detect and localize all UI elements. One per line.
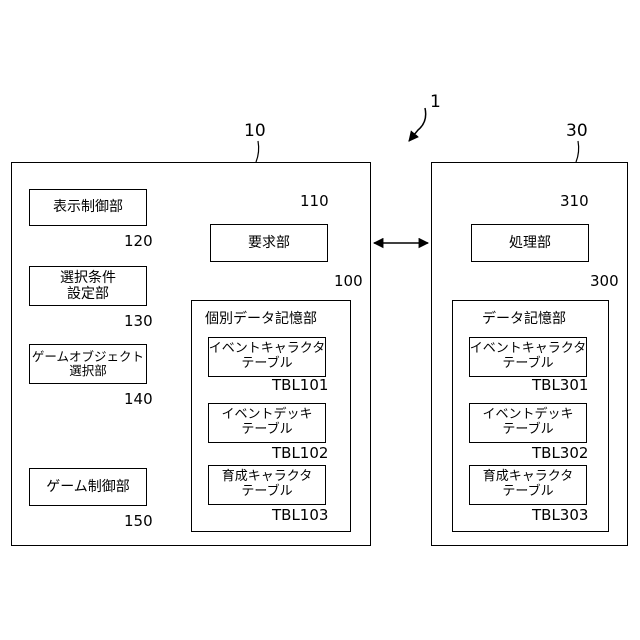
request-ref: 110	[300, 192, 329, 210]
selection-condition-module: 選択条件 設定部	[29, 266, 147, 306]
event-deck-table-right-label-1: イベントデッキ	[482, 408, 573, 423]
game-control-module: ゲーム制御部	[29, 468, 147, 506]
event-deck-table-left: イベントデッキ テーブル	[208, 403, 326, 443]
display-control-module: 表示制御部	[29, 189, 147, 226]
request-module: 要求部	[210, 224, 328, 262]
training-character-table-left-label-2: テーブル	[241, 485, 292, 500]
game-object-selection-ref: 140	[124, 390, 153, 408]
game-object-selection-label-2: 選択部	[69, 364, 107, 378]
event-deck-table-right: イベントデッキ テーブル	[469, 403, 587, 443]
event-character-table-left-label-2: テーブル	[241, 357, 292, 372]
left-unit-ref: 10	[244, 121, 266, 141]
display-control-label: 表示制御部	[53, 199, 123, 215]
tbl301-id: TBL301	[532, 376, 588, 394]
training-character-table-left-label-1: 育成キャラクタ	[222, 470, 312, 485]
system-leader-arrow	[409, 108, 426, 141]
data-storage-title: データ記憶部	[482, 308, 566, 328]
selection-condition-label-1: 選択条件	[60, 270, 116, 286]
leader-10	[256, 141, 259, 162]
system-ref: 1	[430, 92, 441, 112]
event-character-table-right-label-1: イベントキャラクタ	[470, 342, 586, 357]
processing-label: 処理部	[509, 235, 551, 251]
request-label: 要求部	[248, 235, 290, 251]
individual-storage-title: 個別データ記憶部	[205, 308, 317, 328]
tbl102-id: TBL102	[272, 444, 328, 462]
game-control-label: ゲーム制御部	[46, 479, 130, 495]
event-deck-table-left-label-1: イベントデッキ	[221, 408, 312, 423]
individual-storage-ref: 100	[334, 272, 363, 290]
event-character-table-right: イベントキャラクタ テーブル	[469, 337, 587, 377]
game-object-selection-module: ゲームオブジェクト 選択部	[29, 344, 147, 384]
training-character-table-right-label-2: テーブル	[502, 485, 553, 500]
display-control-ref: 120	[124, 232, 153, 250]
processing-ref: 310	[560, 192, 589, 210]
selection-condition-label-2: 設定部	[67, 286, 109, 302]
right-unit-ref: 30	[566, 121, 588, 141]
tbl101-id: TBL101	[272, 376, 328, 394]
event-deck-table-right-label-2: テーブル	[502, 423, 553, 438]
event-character-table-left-label-1: イベントキャラクタ	[209, 342, 325, 357]
game-control-ref: 150	[124, 512, 153, 530]
training-character-table-right-label-1: 育成キャラクタ	[483, 470, 573, 485]
processing-module: 処理部	[471, 224, 589, 262]
training-character-table-left: 育成キャラクタ テーブル	[208, 465, 326, 505]
event-character-table-right-label-2: テーブル	[502, 357, 553, 372]
event-character-table-left: イベントキャラクタ テーブル	[208, 337, 326, 377]
data-storage-ref: 300	[590, 272, 619, 290]
selection-condition-ref: 130	[124, 312, 153, 330]
leader-30	[576, 141, 579, 162]
event-deck-table-left-label-2: テーブル	[241, 423, 292, 438]
tbl303-id: TBL303	[532, 506, 588, 524]
tbl103-id: TBL103	[272, 506, 328, 524]
game-object-selection-label-1: ゲームオブジェクト	[32, 350, 144, 364]
tbl302-id: TBL302	[532, 444, 588, 462]
training-character-table-right: 育成キャラクタ テーブル	[469, 465, 587, 505]
